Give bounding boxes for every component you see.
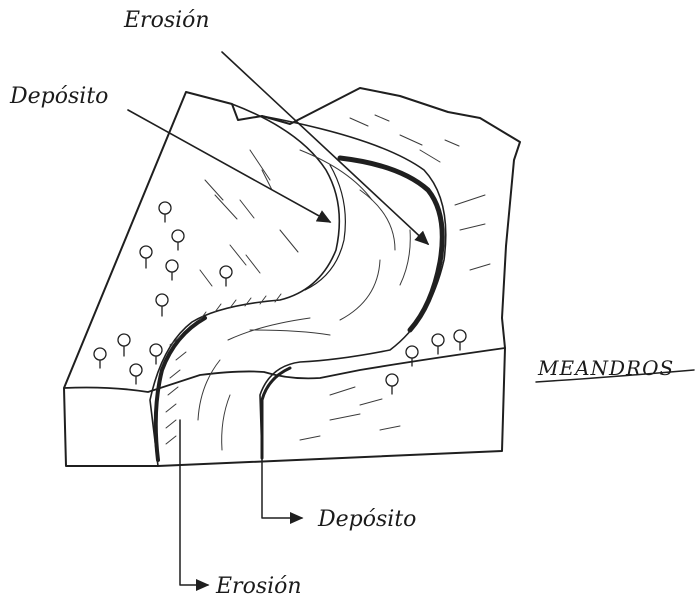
erosion-hatch-lower [166, 294, 281, 444]
label-deposito-top: Depósito [9, 84, 108, 109]
label-deposito-bottom: Depósito [317, 507, 416, 532]
land-texture [200, 115, 490, 440]
arrow-erosion-top [222, 52, 428, 244]
arrow-deposito-top [128, 110, 330, 222]
water-flow-lines [198, 150, 410, 450]
terrain-block-outline [64, 88, 520, 466]
river-left-bank [150, 104, 339, 466]
label-erosion-top: Erosión [123, 8, 210, 33]
arrow-erosion-bottom [180, 420, 208, 585]
label-erosion-bottom: Erosión [215, 574, 302, 599]
river-right-bank [260, 116, 446, 458]
